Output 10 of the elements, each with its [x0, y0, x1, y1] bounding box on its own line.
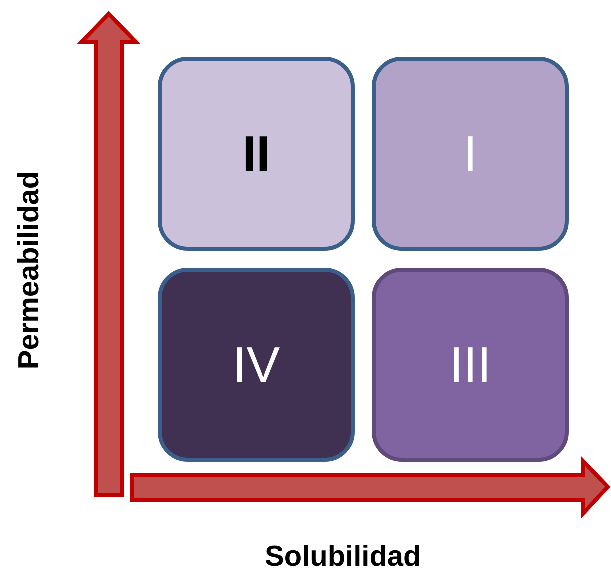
class-box [372, 268, 569, 462]
class-box [158, 268, 355, 462]
axis-title: Solubilidad [265, 540, 422, 573]
class-numeral: I [464, 129, 478, 179]
class-box [158, 57, 355, 251]
class-numeral: IV [232, 340, 280, 390]
class-numeral: II [242, 129, 270, 179]
axis-title: Permeabilidad [14, 170, 47, 370]
class-numeral: III [450, 340, 492, 390]
class-box [372, 57, 569, 251]
